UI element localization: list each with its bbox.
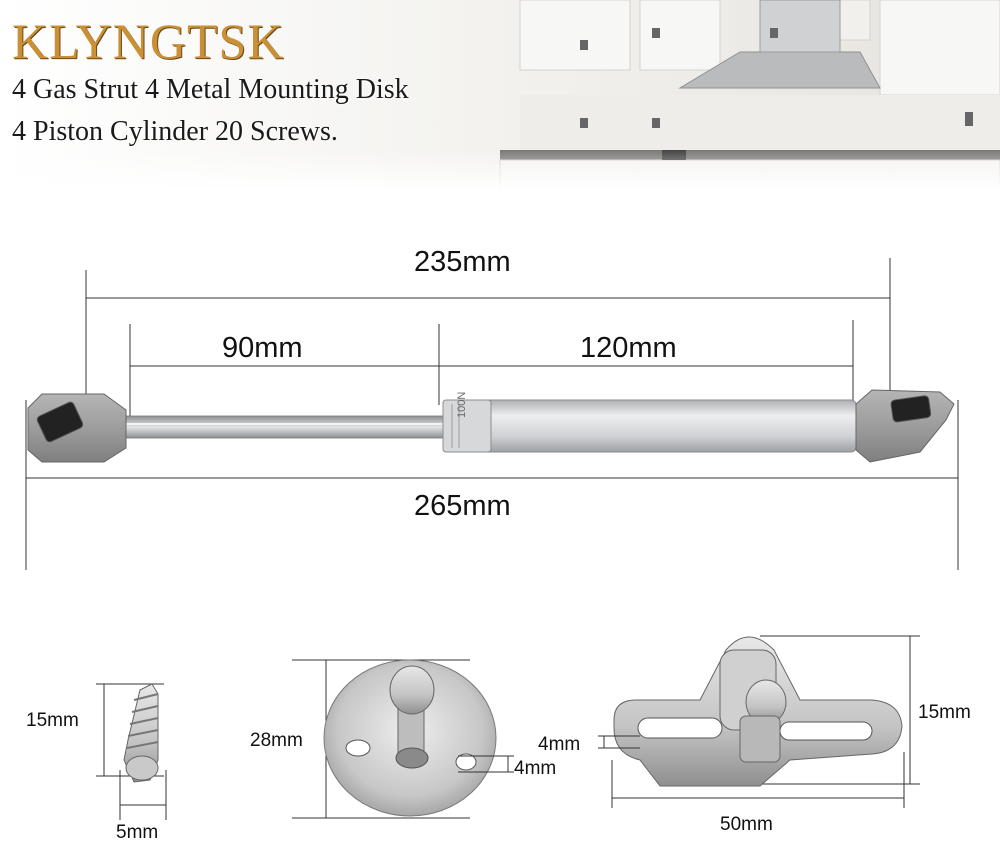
dimension-90-120mm	[129, 320, 854, 422]
dim-label-bracket-hole: 4mm	[538, 734, 581, 755]
dim-label-90mm: 90mm	[222, 332, 303, 364]
mounting-disk-illustration	[292, 659, 514, 819]
gas-strut-illustration	[27, 389, 955, 463]
product-contents-line-2: 4 Piston Cylinder 20 Screws.	[12, 116, 338, 147]
dim-label-screw-diameter: 5mm	[116, 822, 159, 843]
screw-illustration	[96, 683, 167, 820]
dim-label-265mm: 265mm	[414, 490, 511, 522]
product-contents-line-1: 4 Gas Strut 4 Metal Mounting Disk	[12, 74, 409, 105]
kitchen-banner: KLYNGTSK 4 Gas Strut 4 Metal Mounting Di…	[0, 0, 1000, 190]
brand-title: KLYNGTSK	[12, 13, 285, 69]
dim-label-120mm: 120mm	[580, 332, 677, 364]
kitchen-background-image	[0, 0, 1000, 190]
dim-label-disk-diameter: 28mm	[250, 730, 303, 751]
dim-label-disk-hole: 4mm	[514, 758, 557, 779]
dim-label-bracket-width: 50mm	[720, 814, 773, 835]
dimension-235mm	[85, 258, 891, 405]
cylinder-marking: 100N	[456, 391, 468, 418]
dimension-265mm	[25, 400, 959, 570]
dim-label-screw-length: 15mm	[26, 710, 79, 731]
mounting-bracket-illustration	[598, 635, 920, 808]
dim-label-235mm: 235mm	[414, 246, 511, 278]
dim-label-bracket-height: 15mm	[918, 702, 971, 723]
